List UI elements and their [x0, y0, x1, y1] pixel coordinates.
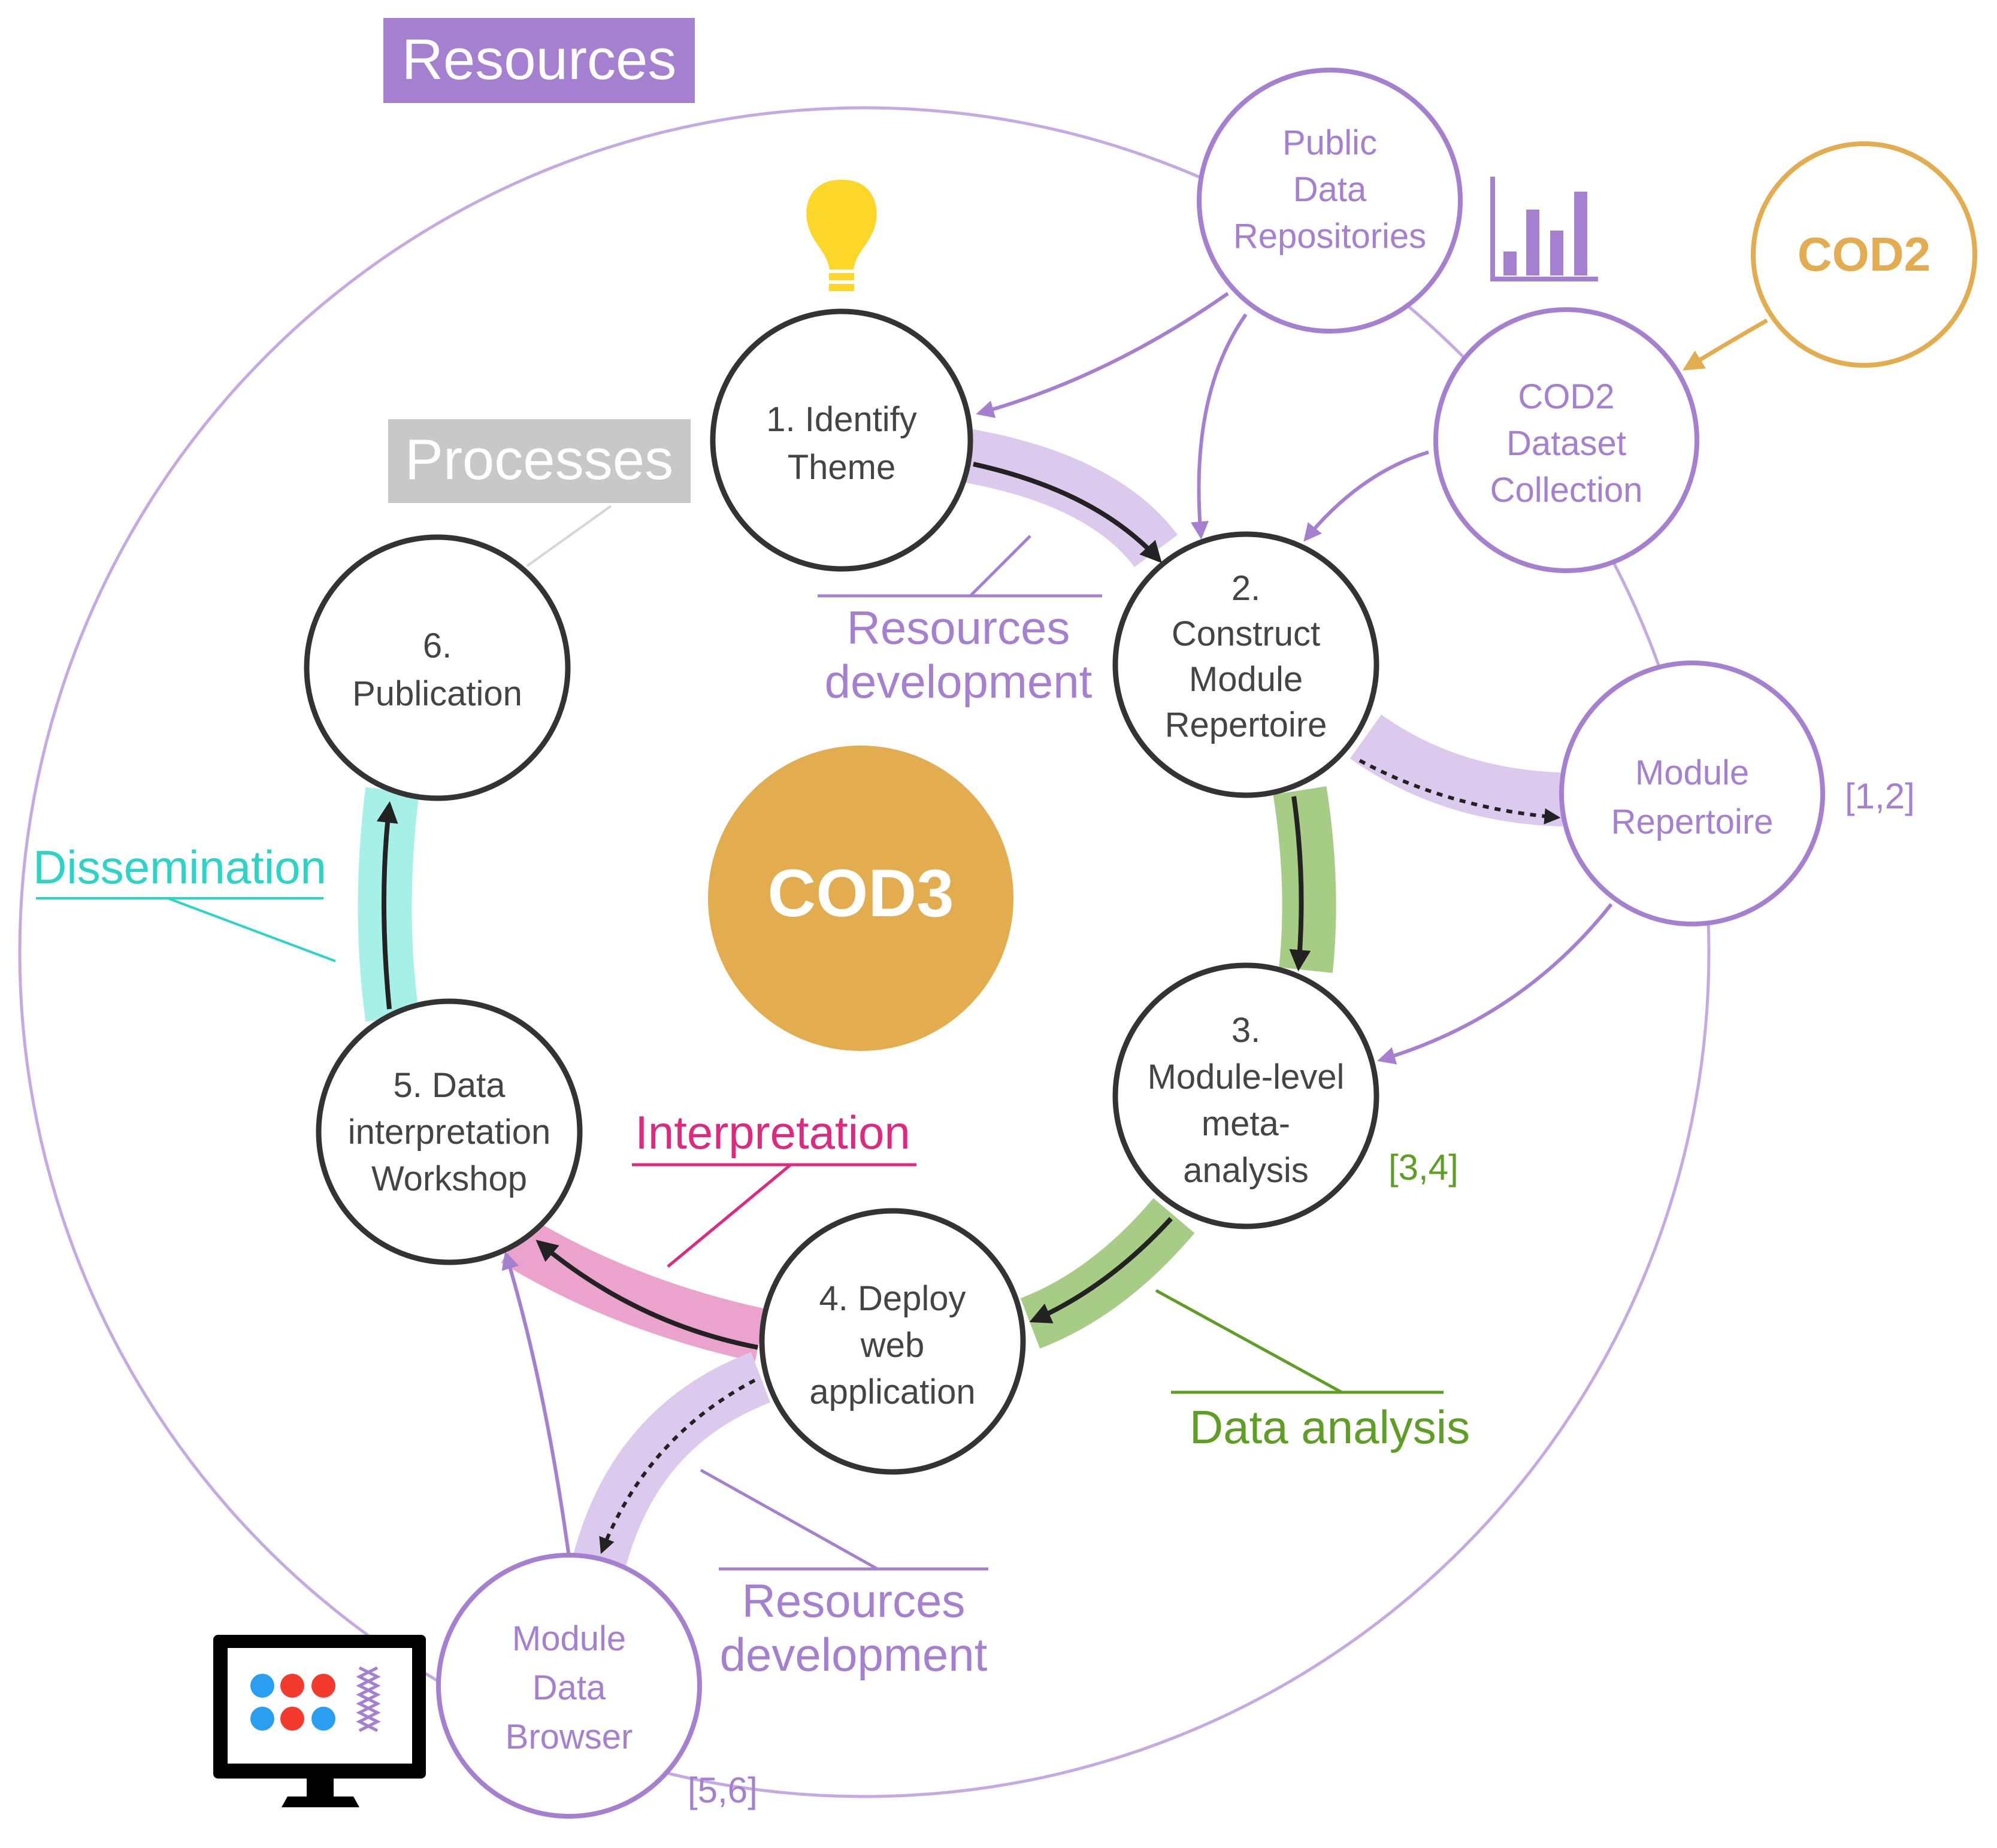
public-data-label-line-3: Repositories — [1233, 217, 1426, 256]
arrow-module-repertoire-to-step3 — [1377, 903, 1613, 1065]
monitor-icon — [213, 1635, 426, 1807]
processes-header-box — [388, 419, 691, 503]
resources-dev-top-label-line-1: Resources — [847, 601, 1070, 654]
resources-header-box — [383, 18, 695, 103]
cod2-label: COD2 — [1798, 228, 1931, 281]
dissemination-leader — [167, 897, 336, 962]
step-4-label-line-1: 4. Deploy — [819, 1279, 966, 1318]
resources-development-band-top — [960, 428, 1178, 568]
arrow-public-data-to-step1 — [976, 292, 1229, 418]
module-repertoire-reference: [1,2] — [1845, 776, 1915, 816]
dissemination-label: Dissemination — [33, 841, 326, 893]
arrow-step3-to-step4 — [1029, 1217, 1173, 1323]
resources-dev-bottom-label-line-1: Resources — [742, 1574, 966, 1627]
arrow-cod2-dataset-to-step2 — [1303, 450, 1429, 542]
cod2-dataset-label-line-3: Collection — [1490, 471, 1643, 510]
step-5-data-interpretation-workshop: 5. Data interpretation Workshop — [316, 998, 583, 1265]
arrow-step1-to-step2 — [973, 462, 1162, 564]
resources-dev-bottom-leader — [700, 1468, 879, 1571]
arrow-step2-to-step3 — [1289, 796, 1311, 972]
interpretation-leader — [667, 1164, 792, 1268]
step-2-label-line-2: Construct — [1172, 614, 1320, 653]
step-2-label-line-1: 2. — [1232, 569, 1260, 608]
step-1-label-line-2: Theme — [788, 448, 896, 487]
step-5-label-line-1: 5. Data — [394, 1066, 506, 1105]
resources-development-band-bottom — [573, 1352, 771, 1570]
arrow-step5-to-step6 — [376, 801, 398, 1010]
public-data-label-line-2: Data — [1293, 170, 1367, 209]
step-3-label-line-1: 3. — [1232, 1011, 1260, 1050]
resources-outer-ring — [18, 106, 1711, 1798]
bar-chart-icon — [1490, 177, 1598, 281]
arrow-public-data-to-step2 — [1191, 313, 1248, 540]
cod2-dataset-label-line-1: COD2 — [1518, 377, 1614, 416]
module-repertoire-label-line-1: Module — [1635, 753, 1749, 792]
data-analysis-leader — [1155, 1289, 1343, 1394]
data-analysis-label: Data analysis — [1190, 1401, 1470, 1453]
step-2-label-line-4: Repertoire — [1165, 705, 1327, 744]
step-5-label-line-3: Workshop — [371, 1159, 527, 1198]
step-6-publication: 6. Publication — [304, 534, 571, 801]
cod2-dataset-label-line-2: Dataset — [1506, 424, 1626, 463]
step-5-label-line-2: interpretation — [348, 1113, 551, 1152]
module-browser-label-line-2: Data — [532, 1668, 606, 1707]
step-2-construct-module-repertoire: 2. Construct Module Repertoire — [1112, 531, 1379, 798]
dotted-arrow-step2-to-module-repertoire — [1358, 759, 1561, 825]
data-analysis-band-right — [1273, 786, 1336, 973]
public-data-repositories-node: Public Data Repositories — [1197, 68, 1463, 334]
step-6-label-line-2: Publication — [352, 674, 522, 713]
arrow-step4-to-step5 — [535, 1240, 758, 1350]
step-3-label-line-4: analysis — [1183, 1151, 1309, 1190]
step-3-label-line-2: Module-level — [1148, 1058, 1345, 1096]
step-3-module-level-meta-analysis: 3. Module-level meta- analysis — [1112, 962, 1379, 1229]
cod2-dataset-collection-node: COD2 Dataset Collection — [1433, 307, 1699, 573]
module-browser-label-line-1: Module — [512, 1619, 626, 1658]
step-4-label-line-3: application — [809, 1373, 975, 1411]
resources-dev-bottom-label-line-2: development — [720, 1628, 988, 1681]
step-4-deploy-web-application: 4. Deploy web application — [759, 1208, 1026, 1475]
processes-leader — [526, 505, 612, 567]
step-2-label-line-3: Module — [1189, 660, 1303, 699]
browser-reference: [5,6] — [688, 1770, 758, 1810]
resources-development-band-right — [1350, 714, 1565, 826]
processes-header-label: Processes — [405, 428, 673, 492]
resources-dev-top-leader — [969, 535, 1031, 597]
arrow-cod2-to-dataset — [1683, 318, 1768, 371]
module-browser-label-line-3: Browser — [506, 1717, 633, 1756]
module-data-browser-node: Module Data Browser — [436, 1553, 702, 1819]
data-analysis-band-bottom — [1020, 1198, 1195, 1349]
resources-dev-top-label-line-2: development — [825, 655, 1093, 708]
interpretation-label: Interpretation — [635, 1106, 910, 1159]
step-4-label-line-2: web — [860, 1326, 924, 1365]
public-data-label-line-1: Public — [1282, 123, 1377, 162]
lightbulb-icon — [806, 180, 877, 291]
step-6-label-line-1: 6. — [423, 626, 452, 665]
arrow-browser-to-step5 — [501, 1251, 571, 1558]
module-repertoire-node: Module Repertoire — [1559, 661, 1825, 926]
step-3-label-line-3: meta- — [1202, 1104, 1290, 1143]
cod2-circle — [1751, 141, 1977, 368]
module-repertoire-label-line-2: Repertoire — [1611, 802, 1774, 841]
cod3-center-circle — [708, 746, 1013, 1051]
meta-analysis-reference: [3,4] — [1388, 1147, 1459, 1187]
step-1-identify-theme: 1. Identify Theme — [710, 308, 973, 572]
cod3-center-label: COD3 — [767, 856, 954, 931]
resources-header-label: Resources — [402, 28, 677, 92]
step-1-label-line-1: 1. Identify — [766, 400, 916, 439]
